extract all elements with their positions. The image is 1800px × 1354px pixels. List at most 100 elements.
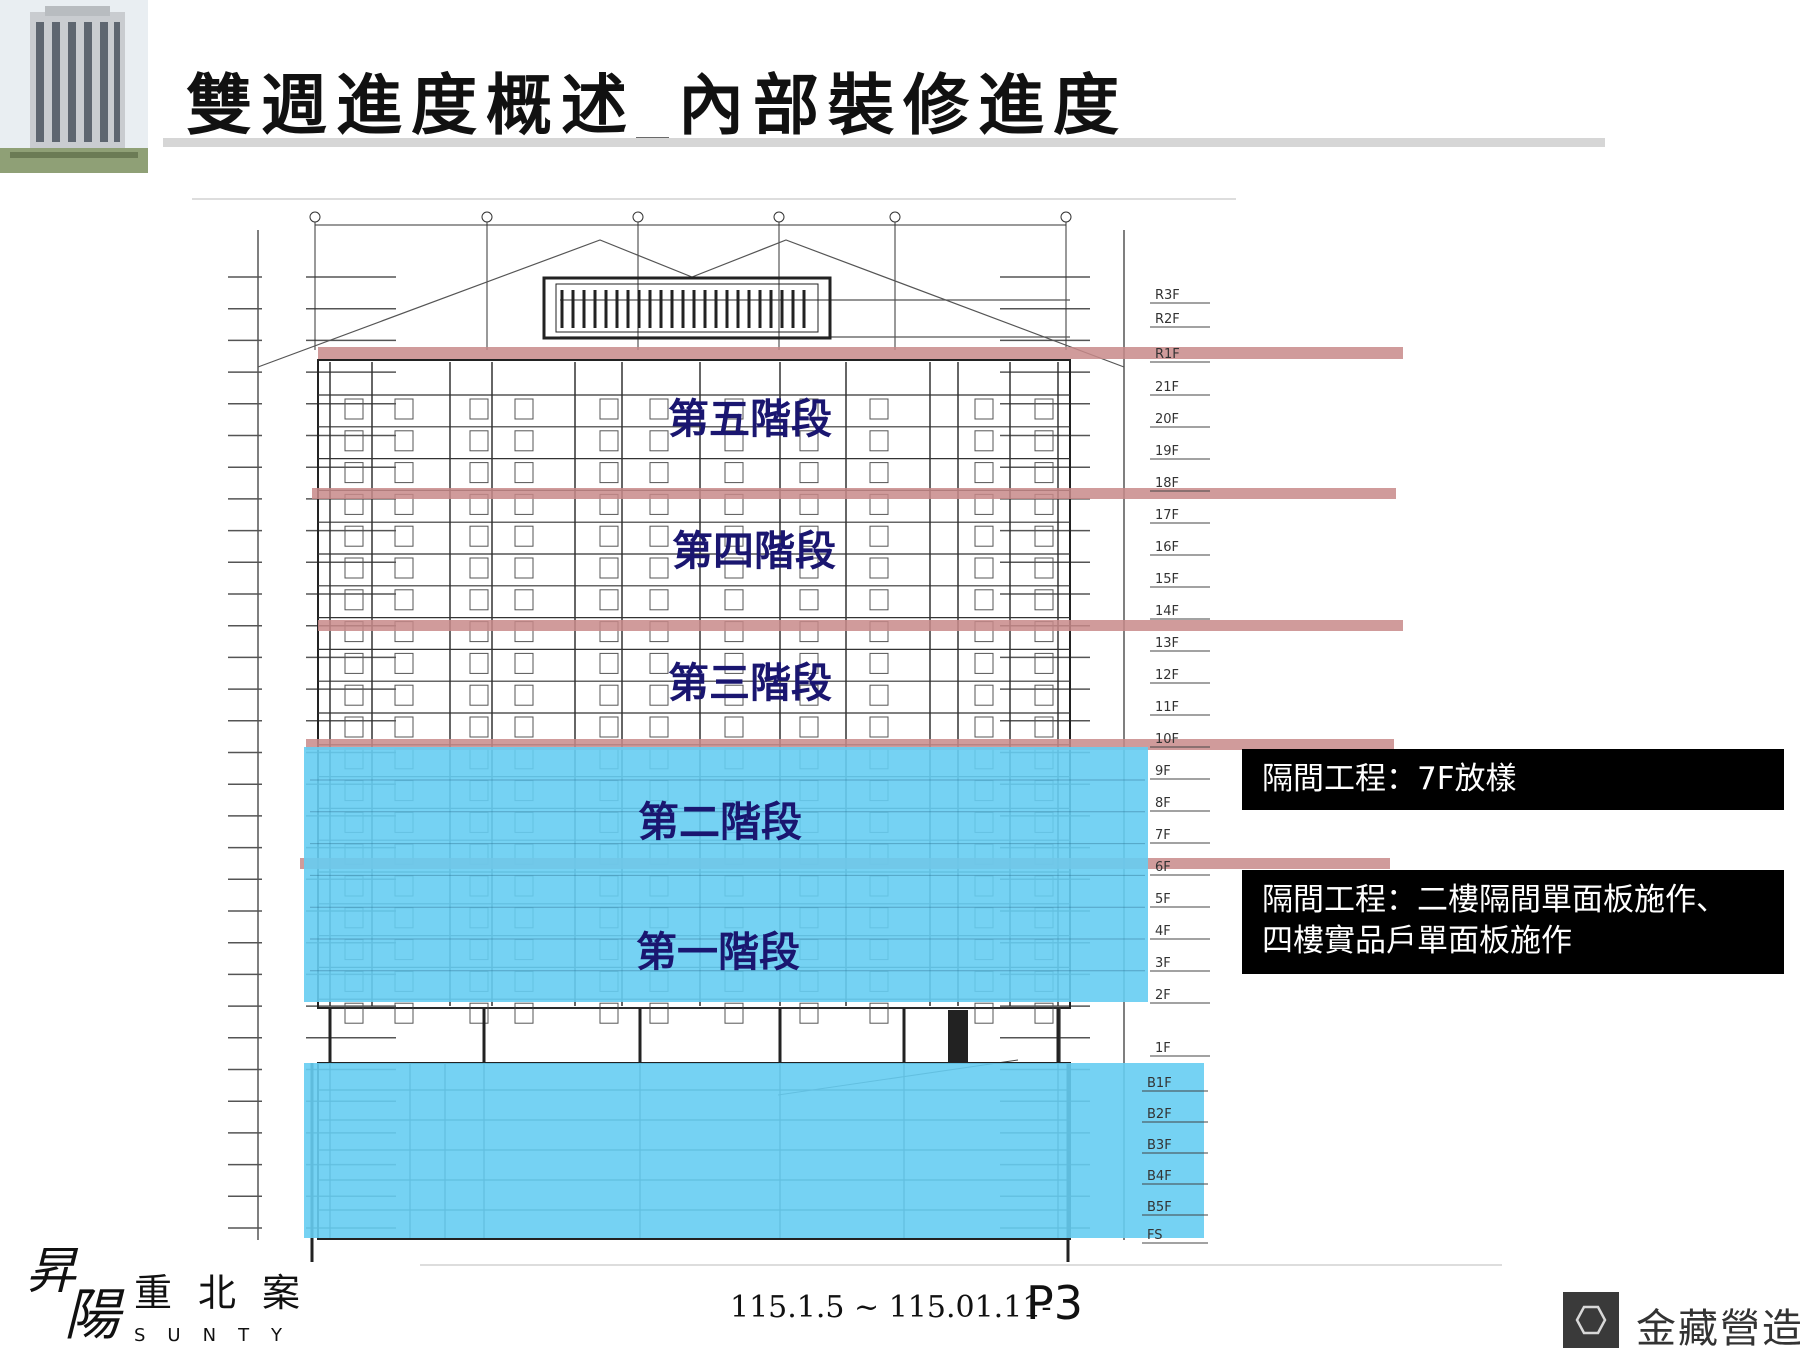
window-detail	[649, 589, 669, 611]
window-detail	[599, 1002, 619, 1024]
company-logo-icon	[1563, 1292, 1619, 1348]
window-detail	[394, 430, 414, 452]
floor-label-20f: 20F	[1155, 412, 1179, 427]
window-detail	[974, 716, 994, 738]
brand-logo: 昇 陽 重北案 SUNTY	[22, 1238, 322, 1348]
window-detail	[394, 652, 414, 674]
window-detail	[724, 430, 744, 452]
window-detail	[869, 430, 889, 452]
floor-label-6f: 6F	[1155, 860, 1171, 875]
window-detail	[469, 684, 489, 706]
floor-label-9f: 9F	[1155, 764, 1171, 779]
stage-3-label: 第三階段	[668, 659, 832, 707]
window-detail	[394, 589, 414, 611]
window-detail	[799, 557, 819, 579]
window-detail	[514, 525, 534, 547]
note-text: 隔間工程：7F放樣	[1262, 761, 1517, 797]
window-detail	[469, 589, 489, 611]
floor-label-b2f: B2F	[1147, 1107, 1172, 1122]
window-detail	[1034, 716, 1054, 738]
floor-label-18f: 18F	[1155, 476, 1179, 491]
window-detail	[344, 652, 364, 674]
floor-label-b5f: B5F	[1147, 1200, 1172, 1215]
window-detail	[869, 684, 889, 706]
floor-label-b1f: B1F	[1147, 1076, 1172, 1091]
window-detail	[469, 430, 489, 452]
floor-label-3f: 3F	[1155, 956, 1171, 971]
window-detail	[799, 525, 819, 547]
window-detail	[649, 462, 669, 484]
window-detail	[724, 398, 744, 420]
window-detail	[344, 716, 364, 738]
window-detail	[394, 525, 414, 547]
window-detail	[599, 462, 619, 484]
window-detail	[649, 525, 669, 547]
window-detail	[1034, 430, 1054, 452]
window-detail	[514, 398, 534, 420]
window-detail	[649, 430, 669, 452]
window-detail	[469, 716, 489, 738]
window-detail	[649, 557, 669, 579]
window-detail	[514, 652, 534, 674]
floor-label-16f: 16F	[1155, 540, 1179, 555]
window-detail	[799, 652, 819, 674]
window-detail	[1034, 398, 1054, 420]
window-detail	[974, 398, 994, 420]
floor-label-13f: 13F	[1155, 636, 1179, 651]
floor-label-10f: 10F	[1155, 732, 1179, 747]
window-detail	[974, 525, 994, 547]
window-detail	[394, 684, 414, 706]
floor-label-7f: 7F	[1155, 828, 1171, 843]
progress-note-2f-4f: 隔間工程：二樓隔間單面板施作、 四樓實品戶單面板施作	[1242, 870, 1784, 974]
note-line-2: 四樓實品戶單面板施作	[1262, 923, 1572, 959]
window-detail	[869, 557, 889, 579]
progress-note-7f: 隔間工程：7F放樣	[1242, 749, 1784, 810]
window-detail	[344, 684, 364, 706]
window-detail	[1034, 462, 1054, 484]
floor-label-r1f: R1F	[1155, 347, 1180, 362]
window-detail	[394, 462, 414, 484]
svg-text:昇: 昇	[26, 1242, 79, 1300]
window-detail	[514, 557, 534, 579]
window-detail	[799, 716, 819, 738]
window-detail	[394, 716, 414, 738]
window-detail	[799, 398, 819, 420]
window-detail	[799, 1002, 819, 1024]
window-detail	[344, 525, 364, 547]
stage-5-label: 第五階段	[668, 395, 832, 443]
window-detail	[514, 430, 534, 452]
floor-label-b4f: B4F	[1147, 1169, 1172, 1184]
floor-label-4f: 4F	[1155, 924, 1171, 939]
window-detail	[799, 684, 819, 706]
floor-label-2f: 2F	[1155, 988, 1171, 1003]
company-name: 金藏營造	[1636, 1306, 1800, 1352]
window-detail	[394, 1002, 414, 1024]
window-detail	[974, 652, 994, 674]
floor-label-8f: 8F	[1155, 796, 1171, 811]
window-detail	[344, 430, 364, 452]
window-detail	[869, 716, 889, 738]
window-detail	[514, 589, 534, 611]
window-detail	[514, 462, 534, 484]
window-detail	[599, 652, 619, 674]
window-detail	[799, 430, 819, 452]
grid-axis-marker	[889, 211, 901, 223]
floor-label-14f: 14F	[1155, 604, 1179, 619]
window-detail	[724, 525, 744, 547]
floor-label-15f: 15F	[1155, 572, 1179, 587]
grid-axis-marker	[1060, 211, 1072, 223]
window-detail	[869, 589, 889, 611]
window-detail	[394, 557, 414, 579]
svg-text:重北案: 重北案	[134, 1271, 322, 1315]
building-thumbnail	[0, 0, 148, 173]
window-detail	[599, 430, 619, 452]
window-detail	[869, 525, 889, 547]
window-detail	[869, 652, 889, 674]
window-detail	[724, 557, 744, 579]
floor-label-19f: 19F	[1155, 444, 1179, 459]
stage-1-label: 第一階段	[636, 928, 800, 976]
window-detail	[1034, 557, 1054, 579]
window-detail	[649, 1002, 669, 1024]
window-detail	[1034, 589, 1054, 611]
floor-label-5f: 5F	[1155, 892, 1171, 907]
